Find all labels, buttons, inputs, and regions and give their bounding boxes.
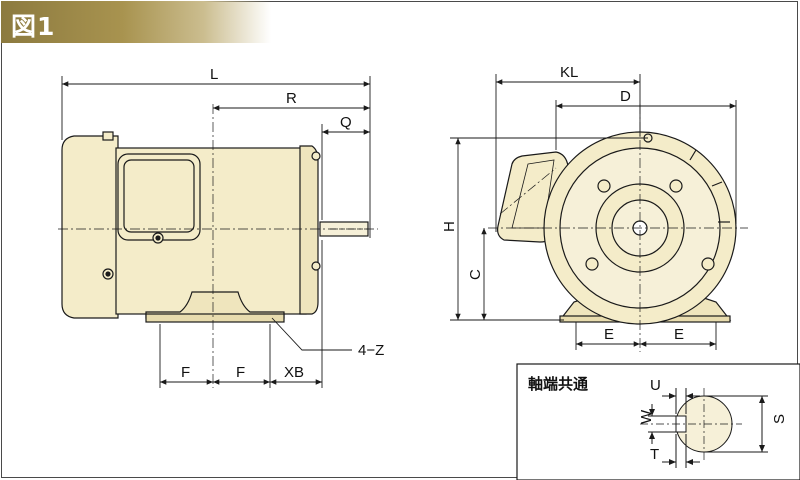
dim-L: L bbox=[210, 66, 218, 83]
dim-XB: XB bbox=[284, 364, 304, 381]
dim-KL: KL bbox=[560, 64, 578, 81]
front-bracket bbox=[299, 145, 319, 315]
figure-title: 図1 bbox=[11, 12, 56, 41]
foot-slab bbox=[145, 313, 285, 323]
dim-H: H bbox=[441, 221, 458, 232]
motor-foot bbox=[145, 291, 285, 319]
dim-4-Z: 4−Z bbox=[358, 342, 384, 359]
bolt-top-left bbox=[597, 179, 611, 193]
shaft-detail-title: 軸端共通 bbox=[528, 375, 588, 393]
side-centerlines bbox=[58, 104, 378, 388]
rear-end-cap bbox=[61, 135, 119, 319]
dim-E-right: E bbox=[674, 326, 684, 343]
dim-S: S bbox=[771, 414, 788, 424]
dim-F-right: F bbox=[236, 364, 245, 381]
dim-T: T bbox=[650, 446, 659, 463]
dim-U: U bbox=[650, 377, 661, 394]
bolt-bottom-left bbox=[585, 257, 599, 271]
front-dimension-lines bbox=[450, 74, 737, 350]
bolt-top-right bbox=[669, 179, 683, 193]
dim-R: R bbox=[286, 90, 297, 107]
shaft-detail-box: 軸端共通 bbox=[516, 363, 800, 480]
top-bolt bbox=[102, 131, 114, 141]
side-dimension-lines bbox=[61, 76, 371, 388]
terminal-box bbox=[117, 153, 201, 241]
dim-W: W bbox=[638, 409, 655, 424]
side-view bbox=[61, 131, 369, 323]
bolt-bottom-right bbox=[701, 257, 715, 271]
front-centerlines bbox=[488, 104, 748, 352]
figure-title-tab: 図1 bbox=[1, 1, 271, 43]
dim-Q: Q bbox=[340, 114, 352, 131]
dim-D: D bbox=[620, 88, 631, 105]
terminal-box-inner bbox=[123, 159, 195, 233]
dim-E-left: E bbox=[604, 326, 614, 343]
dim-F-left: F bbox=[181, 364, 190, 381]
dim-C: C bbox=[467, 269, 484, 280]
